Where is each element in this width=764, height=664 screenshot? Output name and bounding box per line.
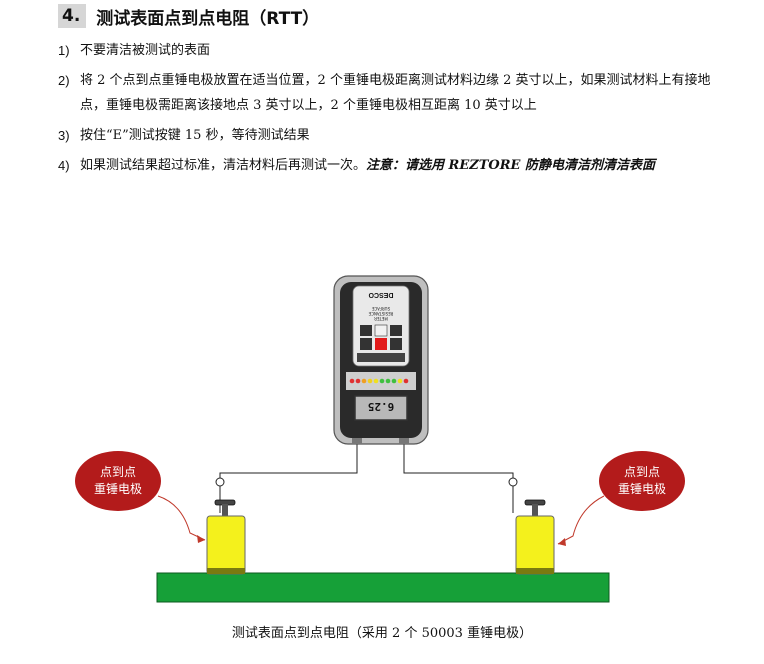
meter-model-line2: RESISTANCE <box>368 311 393 316</box>
step-text: 不要清洁被测试的表面 <box>80 43 211 58</box>
left-callout-bubble <box>75 451 161 511</box>
meter-model-line3: METER <box>374 316 388 321</box>
left-electrode <box>206 499 246 575</box>
step-list: 1) 不要清洁被测试的表面 2) 将 2 个点到点重锤电极放置在适当位置，2 个… <box>58 38 718 183</box>
meter-key <box>374 324 388 337</box>
measurement-figure: DESCO SURFACE RESISTANCE METER 6.25 <box>70 268 694 610</box>
step-number: 2) <box>58 73 70 88</box>
meter-display <box>354 395 408 421</box>
left-wire-loop <box>215 477 225 487</box>
surface-resistance-meter: DESCO SURFACE RESISTANCE METER 6.25 <box>333 275 429 445</box>
meter-led <box>397 378 403 384</box>
right-wire-loop <box>508 477 518 487</box>
step-item: 2) 将 2 个点到点重锤电极放置在适当位置，2 个重锤电极距离测试材料边缘 2… <box>58 68 718 118</box>
meter-key-row <box>357 353 405 362</box>
section-heading: 4. 测试表面点到点电阻（RTT） <box>58 3 319 29</box>
meter-led <box>373 378 379 384</box>
meter-test-key <box>375 338 387 350</box>
meter-key <box>390 325 402 336</box>
step-text: 如果测试结果超过标准，清洁材料后再测试一次。 <box>80 158 367 173</box>
figure-caption: 测试表面点到点电阻（采用 2 个 50003 重锤电极） <box>231 626 533 641</box>
left-callout-arrowhead <box>197 535 205 543</box>
test-surface <box>156 572 610 603</box>
meter-model-line1: SURFACE <box>371 306 390 311</box>
meter-key <box>360 325 372 336</box>
right-callout: 点到点 重锤电极 <box>557 451 685 546</box>
meter-led <box>391 378 397 384</box>
step-item: 1) 不要清洁被测试的表面 <box>58 38 718 63</box>
left-callout-line2: 重锤电极 <box>94 481 142 496</box>
meter-led <box>379 378 385 384</box>
meter-jack <box>352 438 362 444</box>
step-note: 注意：请选用 REZTORE 防静电清洁剂清洁表面 <box>366 158 655 173</box>
right-callout-arrowhead <box>558 538 566 546</box>
meter-led <box>385 378 391 384</box>
step-number: 3) <box>58 128 70 143</box>
right-callout-line1: 点到点 <box>624 465 660 479</box>
step-text-with-note: 如果测试结果超过标准，清洁材料后再测试一次。注意：请选用 REZTORE 防静电… <box>80 153 718 178</box>
meter-key <box>390 338 402 350</box>
meter-led <box>403 378 409 384</box>
step-item: 4) 如果测试结果超过标准，清洁材料后再测试一次。注意：请选用 REZTORE … <box>58 153 718 178</box>
left-callout: 点到点 重锤电极 <box>75 451 206 543</box>
left-callout-line1: 点到点 <box>100 465 136 479</box>
step-number: 4) <box>58 158 70 173</box>
left-callout-arrow <box>157 495 206 541</box>
step-text: 将 2 个点到点重锤电极放置在适当位置，2 个重锤电极距离测试材料边缘 2 英寸… <box>80 73 711 113</box>
right-callout-bubble <box>599 451 685 511</box>
meter-led <box>349 378 355 384</box>
meter-display-value: 6.25 <box>368 400 395 413</box>
right-callout-line2: 重锤电极 <box>618 481 666 496</box>
measurement-illustration: DESCO SURFACE RESISTANCE METER 6.25 <box>75 275 685 603</box>
right-callout-arrow <box>557 495 605 545</box>
right-electrode <box>515 499 555 575</box>
meter-led <box>361 378 367 384</box>
meter-led <box>355 378 361 384</box>
right-wire <box>403 442 514 513</box>
meter-brand: DESCO <box>368 291 393 298</box>
meter-led <box>367 378 373 384</box>
left-wire <box>219 442 358 513</box>
meter-key <box>360 338 372 350</box>
step-item: 3) 按住“E”测试按键 15 秒，等待测试结果 <box>58 123 718 148</box>
section-number: 4. <box>58 4 87 28</box>
meter-jack <box>399 438 409 444</box>
step-number: 1) <box>58 43 70 58</box>
section-title: 测试表面点到点电阻（RTT） <box>96 8 320 29</box>
step-text: 按住“E”测试按键 15 秒，等待测试结果 <box>80 128 310 143</box>
